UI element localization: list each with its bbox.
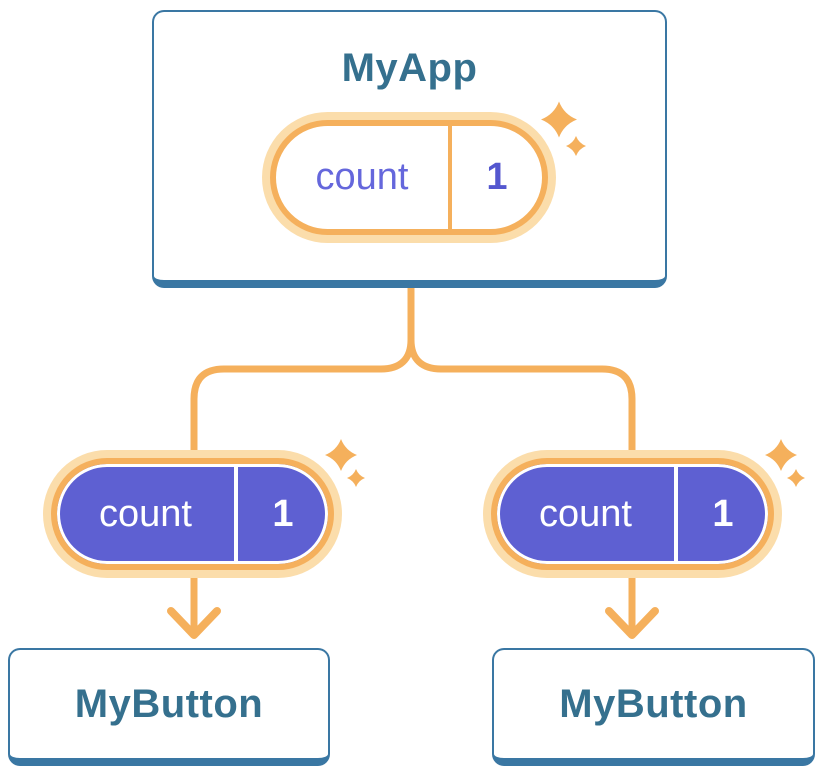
state-pill-left: count 1	[51, 458, 334, 570]
component-node-mybutton-right: MyButton	[492, 648, 815, 766]
node-title: MyButton	[559, 681, 748, 726]
state-value: 1	[712, 492, 734, 535]
left-branch-line	[190, 336, 415, 637]
state-pill-right: count 1	[491, 458, 774, 570]
state-label: count	[315, 156, 409, 198]
state-label: count	[99, 492, 192, 535]
pill-divider	[448, 126, 452, 229]
sparkles-icon	[325, 439, 365, 487]
node-title: MyButton	[74, 681, 264, 726]
right-branch-line	[407, 336, 636, 637]
pill-divider	[674, 464, 678, 564]
sparkles-icon	[541, 101, 586, 156]
state-value: 1	[272, 492, 294, 535]
state-label: count	[539, 492, 632, 535]
state-value: 1	[486, 156, 508, 198]
right-arrow-icon	[605, 607, 659, 639]
pill-divider	[234, 464, 238, 564]
component-node-mybutton-left: MyButton	[8, 648, 330, 766]
sparkles-icon	[765, 439, 805, 487]
node-title: MyApp	[341, 46, 478, 90]
left-arrow-icon	[167, 607, 221, 639]
state-pill-root: count 1	[270, 120, 548, 235]
